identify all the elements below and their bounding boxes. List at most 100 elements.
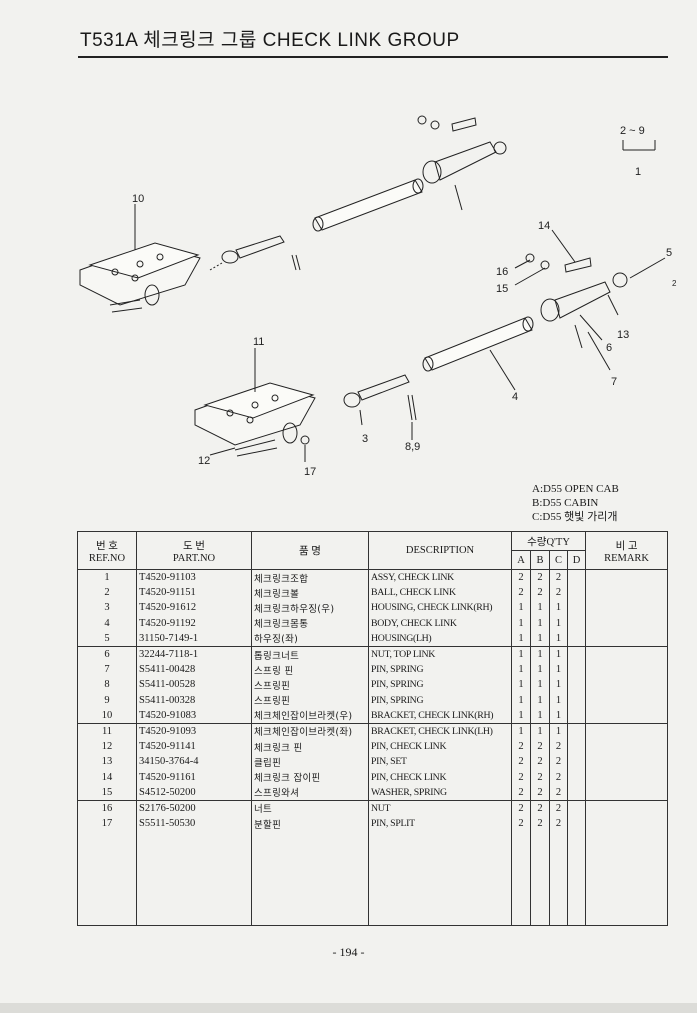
description-cell: PIN, SPRING xyxy=(368,677,512,693)
part-number-cell: 32244-7118-1 xyxy=(136,645,252,663)
callout-16: 16 xyxy=(496,266,508,278)
korean-name-cell: 스프링 핀 xyxy=(251,662,369,678)
filler-cell xyxy=(511,831,531,927)
korean-name-cell: 클립핀 xyxy=(251,754,369,770)
part-number-cell: T4520-91141 xyxy=(136,739,252,755)
callout-1: 1 xyxy=(635,166,641,178)
ref-cell: 3 xyxy=(77,600,137,616)
col-desc: DESCRIPTION xyxy=(368,531,512,570)
qty-a-cell: 2 xyxy=(511,585,531,601)
remark-cell xyxy=(585,784,669,801)
qty-a-cell: 2 xyxy=(511,816,531,832)
description-cell: PIN, SPRING xyxy=(368,662,512,678)
upper-body xyxy=(312,178,424,232)
qty-c-cell: 1 xyxy=(549,630,568,647)
part-number-cell: S5411-00528 xyxy=(136,677,252,693)
callout-17: 17 xyxy=(304,466,316,478)
qty-c-cell: 1 xyxy=(549,645,568,663)
table-header-row-2: A B C D xyxy=(78,550,668,570)
qty-c-cell: 2 xyxy=(549,585,568,601)
part-number-cell: T4520-91103 xyxy=(136,569,252,586)
col-part: 도 번 PART.NO xyxy=(136,531,252,570)
qty-d-cell xyxy=(566,707,587,724)
lower-pin xyxy=(407,394,417,421)
qty-d-cell xyxy=(566,662,587,678)
qty-b-cell: 1 xyxy=(530,600,550,616)
title-rule xyxy=(78,56,668,58)
ref-cell: 13 xyxy=(77,754,137,770)
qty-a-cell: 1 xyxy=(511,707,531,724)
col-part-ko: 도 번 xyxy=(183,540,205,552)
qty-a-cell: 2 xyxy=(511,799,531,816)
qty-b-cell: 2 xyxy=(530,569,550,586)
callout-6: 6 xyxy=(606,342,612,354)
qty-a-cell: 1 xyxy=(511,630,531,647)
part-number-cell: T4520-91083 xyxy=(136,707,252,724)
korean-name-cell: 스프링핀 xyxy=(251,692,369,708)
col-qty-a: A xyxy=(511,550,531,570)
scan-edge xyxy=(0,1003,697,1013)
filler-cell xyxy=(585,831,669,927)
remark-cell xyxy=(585,799,669,816)
col-remark: 비 고 REMARK xyxy=(585,531,669,570)
qty-d-cell xyxy=(566,585,587,601)
exploded-parts-diagram: 2 ~ 9 1 10 14 5 2 16 15 13 6 7 11 4 3 8,… xyxy=(79,115,677,478)
qty-d-cell xyxy=(566,739,587,755)
callout-8-9: 8,9 xyxy=(405,441,420,453)
page-title: T531A 체크링크 그룹 CHECK LINK GROUP xyxy=(80,30,460,51)
korean-name-cell: 체크링크 잡이핀 xyxy=(251,769,369,785)
description-cell: BRACKET, CHECK LINK(LH) xyxy=(368,722,512,740)
qty-c-cell: 1 xyxy=(549,707,568,724)
remark-cell xyxy=(585,739,669,755)
remark-cell xyxy=(585,692,669,708)
korean-name-cell: 하우징(좌) xyxy=(251,630,369,647)
remark-cell xyxy=(585,769,669,785)
korean-name-cell: 체크링크몸통 xyxy=(251,615,369,631)
ref-cell: 10 xyxy=(77,707,137,724)
qty-d-cell xyxy=(566,569,587,586)
qty-c-cell: 1 xyxy=(549,692,568,708)
ref-cell: 2 xyxy=(77,585,137,601)
col-remark-en: REMARK xyxy=(604,552,650,564)
table-header-row-1: 번 호 REF.NO 도 번 PART.NO 품 명 DESCRIPTION 수… xyxy=(77,531,669,570)
qty-b-cell: 1 xyxy=(530,707,550,724)
part-number-cell: T4520-91612 xyxy=(136,600,252,616)
filler-cell xyxy=(368,831,512,927)
qty-b-cell: 1 xyxy=(530,630,550,647)
qty-a-cell: 1 xyxy=(511,645,531,663)
upper-housing xyxy=(422,141,497,211)
qty-a-cell: 2 xyxy=(511,754,531,770)
korean-name-cell: 체크링크조합 xyxy=(251,569,369,586)
qty-a-cell: 1 xyxy=(511,662,531,678)
callout-13: 13 xyxy=(617,329,629,341)
qty-d-cell xyxy=(566,784,587,801)
part-number-cell: S5511-50530 xyxy=(136,816,252,832)
qty-b-cell: 2 xyxy=(530,739,550,755)
leader-12 xyxy=(209,447,236,456)
qty-d-cell xyxy=(566,816,587,832)
qty-a-cell: 1 xyxy=(511,600,531,616)
qty-b-cell: 1 xyxy=(530,677,550,693)
qty-d-cell xyxy=(566,754,587,770)
part-number-cell: 34150-3764-4 xyxy=(136,754,252,770)
leader-4 xyxy=(489,349,516,391)
col-remark-ko: 비 고 xyxy=(615,540,638,552)
qty-c-cell: 1 xyxy=(549,677,568,693)
qty-b-cell: 1 xyxy=(530,645,550,663)
korean-name-cell: 체크링크 핀 xyxy=(251,739,369,755)
korean-name-cell: 체크링크하우징(우) xyxy=(251,600,369,616)
legend-a: A:D55 OPEN CAB xyxy=(532,483,619,495)
part-number-cell: T4520-91151 xyxy=(136,585,252,601)
korean-name-cell: 체크체인잡이브라켓(우) xyxy=(251,707,369,724)
qty-b-cell: 2 xyxy=(530,799,550,816)
leader-13 xyxy=(607,294,619,316)
qty-b-cell: 2 xyxy=(530,585,550,601)
